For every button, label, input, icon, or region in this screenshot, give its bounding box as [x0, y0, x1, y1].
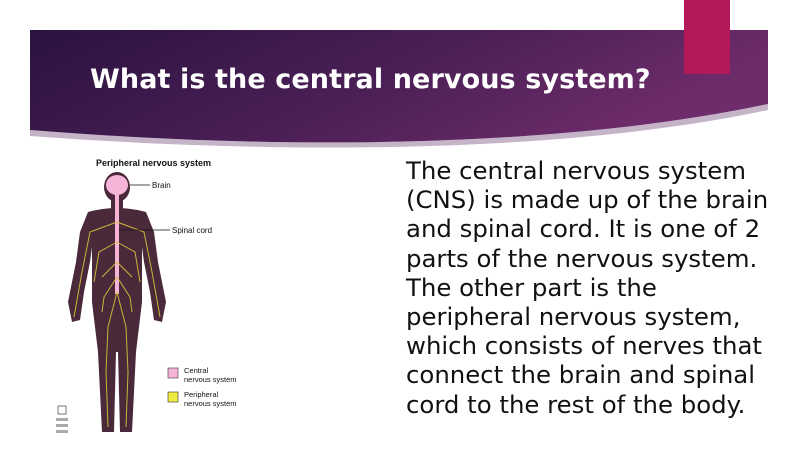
spinal-cord-label: Spinal cord	[172, 226, 212, 235]
legend-swatch-peripheral	[167, 391, 179, 403]
slide-body-text: The central nervous system (CNS) is made…	[406, 156, 769, 419]
figure-legend: Central nervous system Peripheral nervou…	[167, 366, 237, 408]
brain-label: Brain	[152, 181, 171, 190]
legend-central-line2: nervous system	[184, 375, 237, 384]
legend-swatch-central	[167, 367, 179, 379]
peripheral-nerves	[73, 221, 161, 428]
nervous-system-figure: Peripheral nervous system	[54, 152, 304, 442]
central-nervous-system	[106, 175, 128, 294]
legend-peripheral-line1: Peripheral	[184, 390, 219, 399]
legend-central-line1: Central	[184, 366, 209, 375]
publisher-logo-icon	[56, 405, 68, 433]
legend-peripheral-line2: nervous system	[184, 399, 237, 408]
nervous-system-illustration: Peripheral nervous system	[56, 158, 237, 433]
title-banner	[30, 30, 768, 148]
accent-tab	[684, 0, 730, 74]
slide-title: What is the central nervous system?	[90, 64, 651, 95]
title-banner-shape	[30, 30, 768, 148]
figure-title: Peripheral nervous system	[96, 158, 211, 168]
